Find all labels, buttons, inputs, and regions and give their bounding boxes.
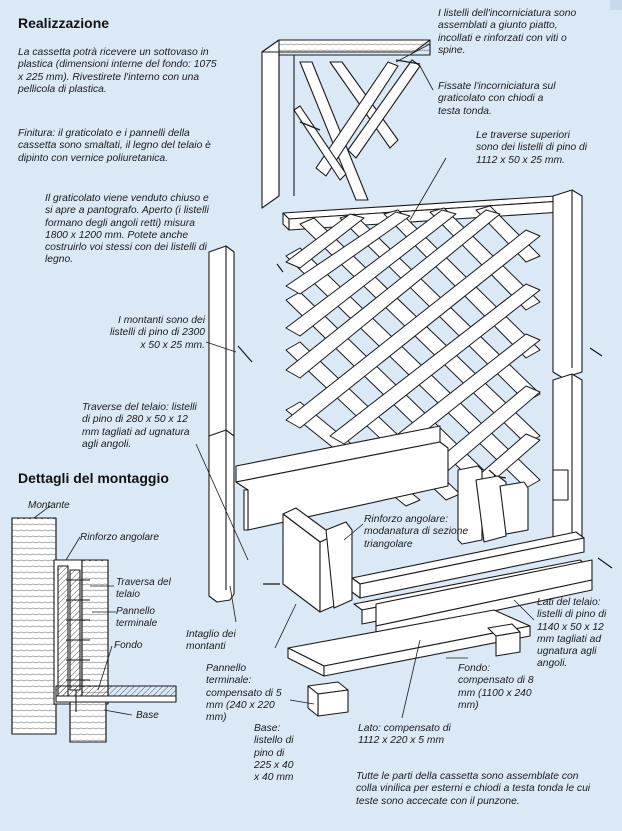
- section-title-realizzazione: Realizzazione: [18, 15, 110, 31]
- detail-label-rinforzo: Rinforzo angolare: [80, 532, 159, 543]
- right-upright: [552, 189, 583, 547]
- box-back-side: [235, 425, 449, 531]
- note-assembly: Tutte le parti della cassetta sono assem…: [356, 771, 591, 807]
- note-side: Lato: compensato di 1112 x 220 x 5 mm: [358, 723, 451, 747]
- note-top-rails: Le traverse superiori sono dei listelli …: [476, 130, 588, 166]
- end-panel: [282, 507, 335, 613]
- assembly-detail-section: [11, 517, 177, 743]
- detail-label-traversa: Traversa del telaio: [116, 577, 171, 600]
- note-fix-frame: Fissate l'incorniciatura sul graticolato…: [438, 81, 556, 117]
- note-uprights: I montanti sono dei listelli di pino di …: [109, 315, 205, 351]
- lattice-panel: [285, 205, 541, 507]
- note-frame-rails: Traverse del telaio: listelli di pino di…: [82, 402, 197, 450]
- note-bottom: Fondo: compensato di 8 mm (1100 x 240 mm…: [458, 663, 534, 711]
- section-title-dettagli: Dettagli del montaggio: [18, 470, 169, 486]
- corner-brace: [325, 521, 353, 609]
- note-end-panel: Pannello terminale: compensato di 5 mm (…: [206, 663, 282, 724]
- base-blocks: [307, 623, 521, 717]
- bottom-panel: [287, 609, 531, 677]
- detail-label-montante: Montante: [28, 500, 70, 511]
- note-base: Base: listello di pino di 225 x 40 x 40 …: [254, 723, 294, 784]
- intro-paragraph-2: Finitura: il graticolato e i pannelli de…: [18, 128, 211, 164]
- left-upright: [208, 245, 235, 603]
- intro-paragraph-3: Il graticolato viene venduto chiuso e si…: [45, 193, 209, 266]
- note-notch: Intaglio dei montanti: [186, 629, 236, 653]
- note-frame-sides: Lati del telaio: listelli di pino di 114…: [537, 597, 607, 670]
- note-corner-joint: I listelli dell'incorniciatura sono asse…: [438, 8, 577, 56]
- corner-joint-detail: [261, 39, 431, 209]
- detail-label-fondo: Fondo: [114, 640, 143, 651]
- note-corner-brace: Rinforzo angolare: modanatura di sezione…: [364, 514, 469, 550]
- leader-lines: [33, 43, 535, 719]
- detail-label-pannello: Pannello terminale: [116, 606, 158, 629]
- detail-label-base: Base: [136, 710, 159, 721]
- right-end-frame: [457, 465, 529, 545]
- corner-tab: [610, 0, 622, 10]
- intro-paragraph-1: La cassetta potrà ricevere un sottovaso …: [18, 47, 217, 95]
